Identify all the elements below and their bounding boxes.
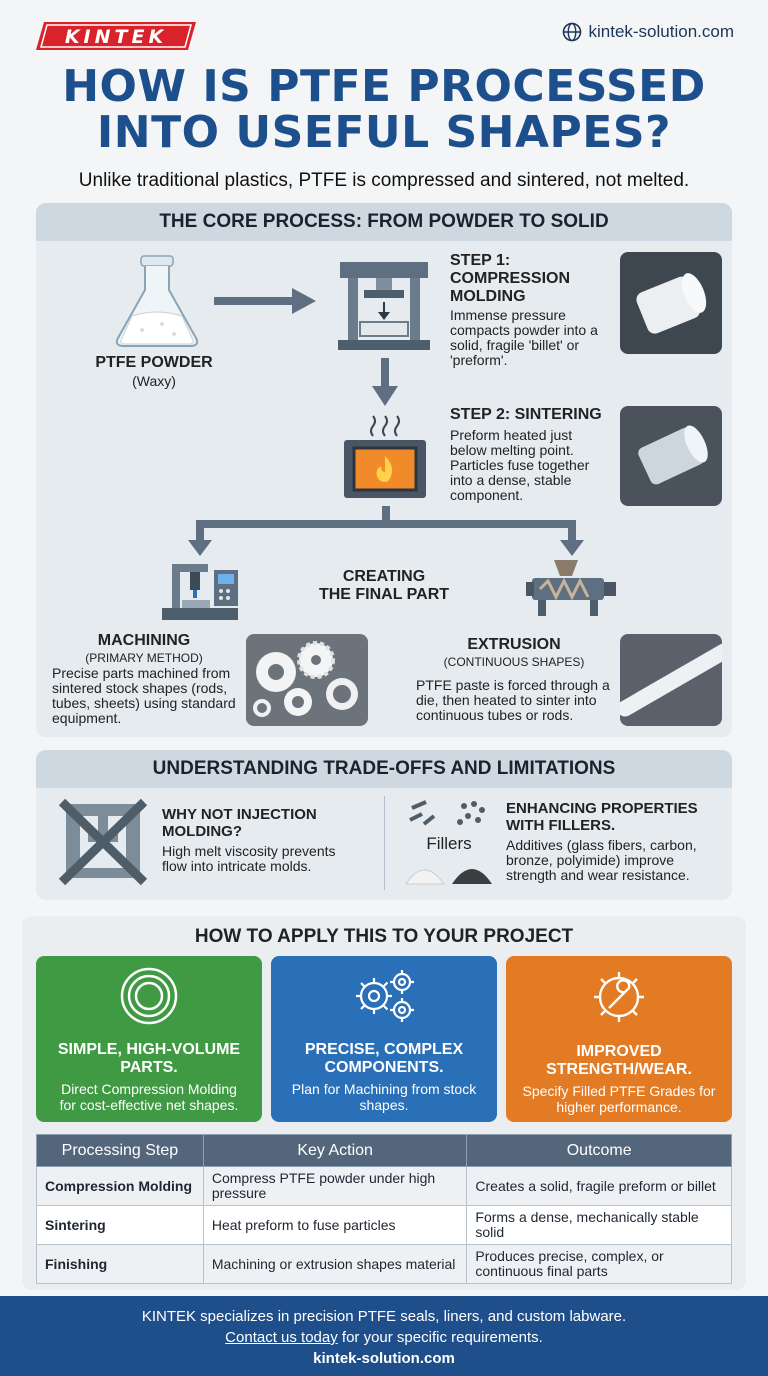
gear-wrench-icon xyxy=(594,972,644,1022)
furnace-icon xyxy=(344,415,426,498)
injection-text: High melt viscosity prevents flow into i… xyxy=(162,843,336,874)
step2-title: STEP 2: SINTERING xyxy=(450,406,602,423)
table-cell: Creates a solid, fragile preform or bill… xyxy=(466,1166,732,1206)
website-text: kintek-solution.com xyxy=(588,22,734,41)
footer-line1: KINTEK specializes in precision PTFE sea… xyxy=(141,1308,627,1325)
tradeoffs-heading: UNDERSTANDING TRADE-OFFS AND LIMITATIONS xyxy=(36,750,732,788)
rings-icon xyxy=(120,967,178,1025)
kintek-logo: KINTEK xyxy=(36,22,196,50)
logo-text: KINTEK xyxy=(65,26,167,48)
arrow-down-icon xyxy=(372,358,398,406)
extruder-icon xyxy=(526,560,616,616)
flask-icon xyxy=(115,255,199,347)
injection-title: WHY NOT INJECTION MOLDING? xyxy=(162,806,317,840)
footer-line2: Contact us today for your specific requi… xyxy=(225,1329,543,1346)
fillers-title: ENHANCING PROPERTIES WITH FILLERS. xyxy=(506,800,698,834)
gears-icon xyxy=(356,970,414,1022)
globe-icon xyxy=(563,22,582,42)
extruded-rod-photo xyxy=(620,634,722,726)
table-row: Sintering Heat preform to fuse particles… xyxy=(36,1205,732,1245)
machining-text: Precise parts machined from sintered sto… xyxy=(52,665,236,726)
sintered-part-photo xyxy=(620,406,722,506)
crossed-mold-icon xyxy=(58,798,148,886)
contact-link[interactable]: Contact us today xyxy=(225,1329,338,1346)
apply-heading: HOW TO APPLY THIS TO YOUR PROJECT xyxy=(194,926,574,947)
card2-text: Plan for Machining from stock shapes. xyxy=(291,1081,477,1113)
cnc-machine-icon xyxy=(162,564,238,620)
extrusion-note: (CONTINUOUS SHAPES) xyxy=(443,655,585,669)
page-subtitle: Unlike traditional plastics, PTFE is com… xyxy=(78,170,690,191)
branch-arrows xyxy=(188,506,584,556)
ptfe-powder-label: PTFE POWDER xyxy=(95,354,213,371)
extrusion-title: EXTRUSION xyxy=(467,636,561,653)
extrusion-text: PTFE paste is forced through a die, then… xyxy=(416,677,610,723)
table-cell: Compression Molding xyxy=(36,1166,204,1206)
card3-title: IMPROVED STRENGTH/WEAR. xyxy=(546,1043,692,1078)
table-row: Compression Molding Compress PTFE powder… xyxy=(36,1166,732,1206)
press-icon xyxy=(338,262,430,350)
step2-text: Preform heated just below melting point.… xyxy=(450,427,590,503)
table-cell: Heat preform to fuse particles xyxy=(202,1205,468,1245)
card-precise-complex: PRECISE, COMPLEX COMPONENTS. Plan for Ma… xyxy=(271,956,497,1122)
table-row: Finishing Machining or extrusion shapes … xyxy=(36,1244,732,1284)
step1-text: Immense pressure compacts powder into a … xyxy=(450,307,598,368)
table-cell: Machining or extrusion shapes material xyxy=(202,1244,468,1284)
tradeoffs-divider xyxy=(384,796,385,890)
machining-title: MACHINING xyxy=(97,632,191,649)
card-improved-strength: IMPROVED STRENGTH/WEAR. Specify Filled P… xyxy=(506,956,732,1122)
table-cell: Compress PTFE powder under high pressure xyxy=(202,1166,468,1206)
table-header: Processing Step xyxy=(36,1134,204,1167)
table-cell: Sintering xyxy=(36,1205,204,1245)
machining-note: (PRIMARY METHOD) xyxy=(85,651,203,665)
card1-text: Direct Compression Molding for cost-effe… xyxy=(59,1081,239,1113)
card-simple-high-volume: SIMPLE, HIGH-VOLUME PARTS. Direct Compre… xyxy=(36,956,262,1122)
ptfe-powder-note: (Waxy) xyxy=(132,373,176,389)
card2-title: PRECISE, COMPLEX COMPONENTS. xyxy=(304,1041,464,1076)
page-title: HOW IS PTFE PROCESSED INTO USEFUL SHAPES… xyxy=(62,61,706,158)
footer-url[interactable]: kintek-solution.com xyxy=(313,1350,455,1367)
table-header: Key Action xyxy=(202,1134,468,1167)
summary-table: Processing Step Key Action Outcome Compr… xyxy=(36,1134,732,1284)
billet-photo xyxy=(620,252,722,354)
table-header: Outcome xyxy=(466,1134,732,1167)
fillers-text: Additives (glass fibers, carbon, bronze,… xyxy=(506,837,697,883)
card3-text: Specify Filled PTFE Grades for higher pe… xyxy=(522,1083,716,1115)
step1-title: STEP 1: COMPRESSION MOLDING xyxy=(450,252,571,305)
machined-parts-photo xyxy=(246,634,368,726)
card1-title: SIMPLE, HIGH-VOLUME PARTS. xyxy=(57,1041,241,1076)
table-cell: Produces precise, complex, or continuous… xyxy=(466,1244,732,1284)
fillers-icon xyxy=(405,800,492,885)
fillers-label: Fillers xyxy=(426,834,472,853)
table-cell: Finishing xyxy=(36,1244,204,1284)
arrow-right-icon xyxy=(214,288,316,314)
footer: KINTEK specializes in precision PTFE sea… xyxy=(0,1296,768,1376)
table-header-row: Processing Step Key Action Outcome xyxy=(36,1134,732,1167)
final-part-label: CREATING THE FINAL PART xyxy=(318,568,450,603)
core-process-heading: THE CORE PROCESS: FROM POWDER TO SOLID xyxy=(36,203,732,241)
table-cell: Forms a dense, mechanically stable solid xyxy=(466,1205,732,1245)
website-link[interactable]: kintek-solution.com xyxy=(562,22,734,42)
